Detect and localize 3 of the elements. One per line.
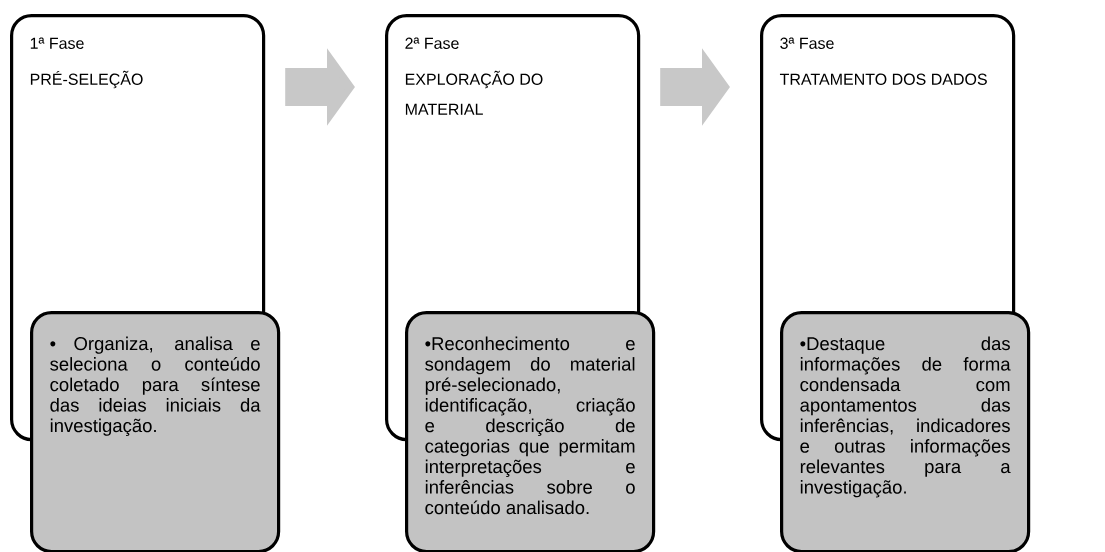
description-box: • Organiza, analisa e seleciona o conteúdo coletado para síntese das ideias iniciais da investigação. (30, 311, 281, 552)
description-box: •Reconhecimento e sondagem do material pré-selecionado, identificação, criação e descrição de categorias que permitam interpretações e inferências sobre o conteúdo analisado. (405, 311, 656, 552)
description-box: •Destaque das informações de forma condensada com apontamentos das inferências, indicadores e outras informações relevantes para a investigação. (780, 311, 1031, 552)
